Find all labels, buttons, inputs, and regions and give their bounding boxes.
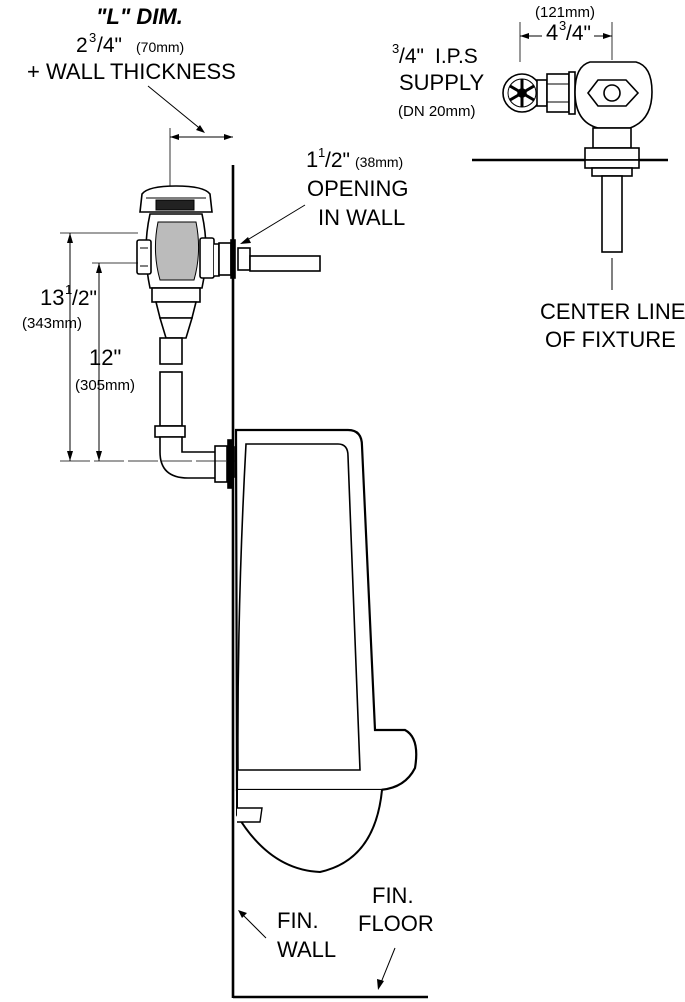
svg-text:/4": /4"	[399, 45, 424, 68]
center-line-label-1: CENTER LINE	[540, 299, 685, 324]
supply-word: SUPPLY	[399, 70, 485, 95]
opening-leader-arrowhead	[240, 237, 251, 244]
fin-floor-arrowhead	[377, 979, 384, 990]
svg-text:/2": /2"	[325, 149, 350, 172]
opening-label-line2: IN WALL	[318, 205, 405, 230]
width-arrow-left	[520, 33, 529, 39]
fin-wall-label-2: WALL	[277, 937, 336, 962]
height-a-arrow-bottom	[67, 451, 73, 461]
svg-text:13: 13	[40, 285, 64, 310]
l-dim-arrow-right	[224, 134, 233, 140]
spud-pipe	[154, 371, 244, 489]
opening-leader	[243, 204, 306, 243]
width-metric-label: (121mm)	[535, 4, 595, 21]
height-a-arrow-top	[67, 233, 73, 243]
l-dim-title: "L" DIM.	[96, 4, 183, 29]
l-dim-leader	[147, 85, 204, 132]
center-line-label-2: OF FIXTURE	[545, 327, 676, 352]
svg-text:3: 3	[89, 30, 96, 45]
plan-valve-body	[574, 61, 653, 253]
width-dim-label: 4 3 /4"	[546, 18, 591, 45]
l-dim-leader-arrowhead	[196, 125, 205, 133]
flush-handle	[218, 239, 321, 279]
svg-text:3: 3	[392, 41, 399, 56]
svg-text:4: 4	[546, 20, 558, 45]
svg-text:(70mm): (70mm)	[136, 39, 184, 55]
supply-metric: (DN 20mm)	[398, 103, 476, 120]
height-b-label: 12"	[89, 345, 121, 370]
svg-text:1: 1	[65, 282, 72, 297]
svg-text:1: 1	[318, 145, 325, 160]
opening-label-line1: OPENING	[307, 176, 408, 201]
svg-text:3: 3	[559, 18, 566, 33]
svg-text:/2": /2"	[72, 287, 97, 310]
svg-text:(38mm): (38mm)	[355, 154, 403, 170]
height-a-label: 13 1 /2"	[40, 282, 97, 310]
flush-valve	[136, 185, 220, 365]
wall-thickness-label: + WALL THICKNESS	[27, 59, 236, 84]
height-b-arrow-top	[96, 263, 102, 273]
height-b-arrow-bottom	[96, 451, 102, 461]
opening-size-label: 1 1 /2" (38mm)	[306, 145, 403, 172]
svg-text:1: 1	[306, 147, 318, 172]
fin-wall-arrowhead	[238, 910, 247, 918]
urinal	[234, 428, 418, 874]
fin-wall-label-1: FIN.	[277, 908, 319, 933]
height-b-metric: (305mm)	[75, 377, 135, 394]
svg-text:/4": /4"	[566, 22, 591, 45]
fin-floor-label-1: FIN.	[372, 883, 414, 908]
supply-size-label: 3 /4" I.P.S	[392, 41, 478, 68]
stop-valve-wheel	[502, 71, 576, 115]
fin-floor-leader	[379, 947, 396, 986]
l-dim-arrow-left	[170, 134, 179, 140]
svg-text:2: 2	[76, 34, 88, 57]
svg-text:/4": /4"	[97, 34, 122, 57]
fin-floor-label-2: FLOOR	[358, 911, 434, 936]
fin-wall-leader	[240, 912, 267, 939]
l-dim-value: 2 3 /4" (70mm)	[76, 30, 184, 57]
svg-text:I.P.S: I.P.S	[435, 45, 478, 68]
width-arrow-right	[603, 33, 612, 39]
height-a-metric: (343mm)	[22, 315, 82, 332]
